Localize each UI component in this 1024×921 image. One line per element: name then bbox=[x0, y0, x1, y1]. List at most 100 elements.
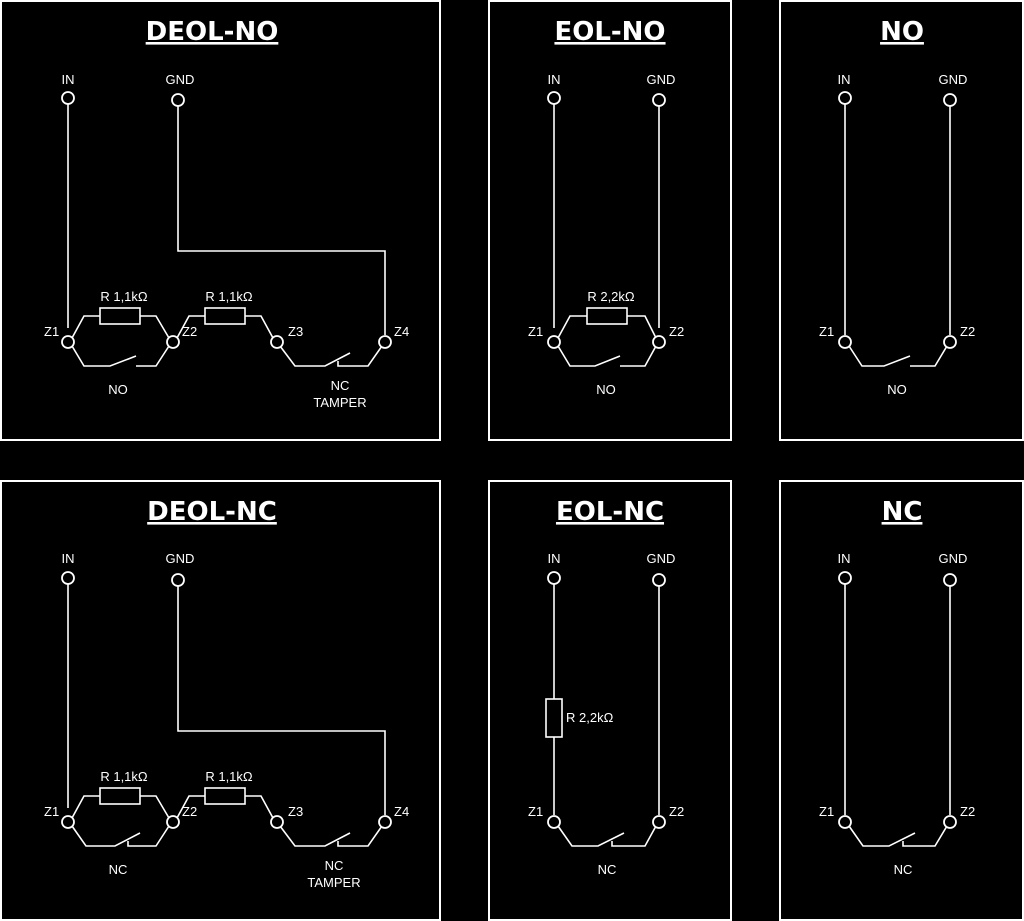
panel-title: EOL-NO bbox=[554, 17, 665, 47]
in-label: IN bbox=[838, 551, 851, 566]
contact-label: NO bbox=[108, 382, 128, 397]
nc-contact bbox=[557, 825, 657, 847]
z1-terminal bbox=[61, 335, 75, 349]
gnd-terminal bbox=[171, 573, 185, 587]
in-label: IN bbox=[838, 72, 851, 87]
z2-terminal bbox=[943, 815, 957, 829]
nc-contact bbox=[71, 825, 170, 847]
resistor-branch bbox=[557, 315, 657, 339]
in-terminal bbox=[61, 571, 75, 585]
in-terminal bbox=[547, 571, 561, 585]
gnd-label: GND bbox=[939, 72, 968, 87]
panel-eol-no: EOL-NO IN GND R 2,2kΩ Z1 Z2 NO bbox=[488, 0, 732, 441]
nc-contact bbox=[848, 825, 948, 847]
gnd-label: GND bbox=[166, 551, 195, 566]
z1-label: Z1 bbox=[44, 804, 59, 819]
panel-nc: NC IN GND Z1 Z2 NC bbox=[779, 480, 1024, 921]
panel-frame bbox=[488, 480, 732, 921]
in-label: IN bbox=[548, 72, 561, 87]
z1-terminal bbox=[838, 335, 852, 349]
z4-terminal bbox=[378, 335, 392, 349]
z2-label: Z2 bbox=[182, 324, 197, 339]
no-contact bbox=[557, 345, 657, 367]
z3-label: Z3 bbox=[288, 324, 303, 339]
z1-label: Z1 bbox=[819, 804, 834, 819]
z2-terminal bbox=[166, 815, 180, 829]
tamper-contact bbox=[279, 825, 383, 847]
in-label: IN bbox=[62, 551, 75, 566]
resistor-2 bbox=[204, 307, 246, 325]
resistor-1-label: R 1,1kΩ bbox=[100, 289, 148, 304]
tamper-label: TAMPER bbox=[313, 395, 366, 410]
z1-terminal bbox=[838, 815, 852, 829]
panel-frame bbox=[488, 0, 732, 441]
resistor-2-branch bbox=[176, 795, 274, 819]
resistor-2-label: R 1,1kΩ bbox=[205, 289, 253, 304]
gnd-wire bbox=[177, 583, 386, 815]
gnd-label: GND bbox=[647, 72, 676, 87]
z2-terminal bbox=[652, 815, 666, 829]
panel-eol-nc: EOL-NC IN GND R 2,2kΩ Z1 Z2 NC bbox=[488, 480, 732, 921]
resistor-2 bbox=[204, 787, 246, 805]
contact-label: NC bbox=[109, 862, 128, 877]
resistor-1-branch bbox=[71, 795, 170, 819]
resistor bbox=[586, 307, 628, 325]
gnd-terminal bbox=[652, 573, 666, 587]
z2-label: Z2 bbox=[960, 804, 975, 819]
panel-frame bbox=[0, 0, 441, 441]
resistor bbox=[545, 698, 563, 738]
z2-label: Z2 bbox=[669, 324, 684, 339]
z1-label: Z1 bbox=[528, 324, 543, 339]
panel-no: NO IN GND Z1 Z2 NO bbox=[779, 0, 1024, 441]
resistor-label: R 2,2kΩ bbox=[566, 710, 614, 725]
z1-label: Z1 bbox=[44, 324, 59, 339]
in-terminal bbox=[838, 571, 852, 585]
resistor-1 bbox=[99, 787, 141, 805]
panel-title: NC bbox=[882, 497, 923, 527]
resistor-2-branch bbox=[176, 315, 274, 339]
in-label: IN bbox=[548, 551, 561, 566]
panel-deol-no: DEOL-NO IN GND R 1,1kΩ R 1,1kΩ Z1 Z2 Z3 … bbox=[0, 0, 441, 441]
gnd-wire bbox=[177, 104, 386, 335]
z3-terminal bbox=[270, 335, 284, 349]
z3-terminal bbox=[270, 815, 284, 829]
no-contact bbox=[71, 345, 170, 367]
no-contact bbox=[848, 345, 948, 367]
z2-label: Z2 bbox=[182, 804, 197, 819]
panel-frame bbox=[779, 0, 1024, 441]
tamper-contact bbox=[279, 345, 383, 367]
z1-label: Z1 bbox=[528, 804, 543, 819]
z4-label: Z4 bbox=[394, 324, 409, 339]
tamper-contact-label: NC bbox=[325, 858, 344, 873]
in-label: IN bbox=[62, 72, 75, 87]
gnd-terminal bbox=[652, 93, 666, 107]
z2-terminal bbox=[943, 335, 957, 349]
resistor-2-label: R 1,1kΩ bbox=[205, 769, 253, 784]
tamper-contact-label: NC bbox=[331, 378, 350, 393]
contact-label: NC bbox=[598, 862, 617, 877]
z4-terminal bbox=[378, 815, 392, 829]
gnd-terminal bbox=[943, 93, 957, 107]
contact-label: NO bbox=[887, 382, 907, 397]
z2-label: Z2 bbox=[669, 804, 684, 819]
panel-title: DEOL-NC bbox=[147, 497, 277, 527]
contact-label: NO bbox=[596, 382, 616, 397]
panel-deol-nc: DEOL-NC IN GND R 1,1kΩ R 1,1kΩ Z1 Z2 Z3 … bbox=[0, 480, 441, 921]
z4-label: Z4 bbox=[394, 804, 409, 819]
in-terminal bbox=[61, 91, 75, 105]
panel-title: NO bbox=[880, 17, 924, 47]
gnd-label: GND bbox=[647, 551, 676, 566]
z1-terminal bbox=[547, 815, 561, 829]
z2-terminal bbox=[652, 335, 666, 349]
in-terminal bbox=[547, 91, 561, 105]
z1-terminal bbox=[61, 815, 75, 829]
z2-label: Z2 bbox=[960, 324, 975, 339]
z2-terminal bbox=[166, 335, 180, 349]
resistor-1-branch bbox=[71, 315, 170, 339]
panel-frame bbox=[779, 480, 1024, 921]
z1-label: Z1 bbox=[819, 324, 834, 339]
gnd-label: GND bbox=[939, 551, 968, 566]
resistor-1-label: R 1,1kΩ bbox=[100, 769, 148, 784]
gnd-label: GND bbox=[166, 72, 195, 87]
